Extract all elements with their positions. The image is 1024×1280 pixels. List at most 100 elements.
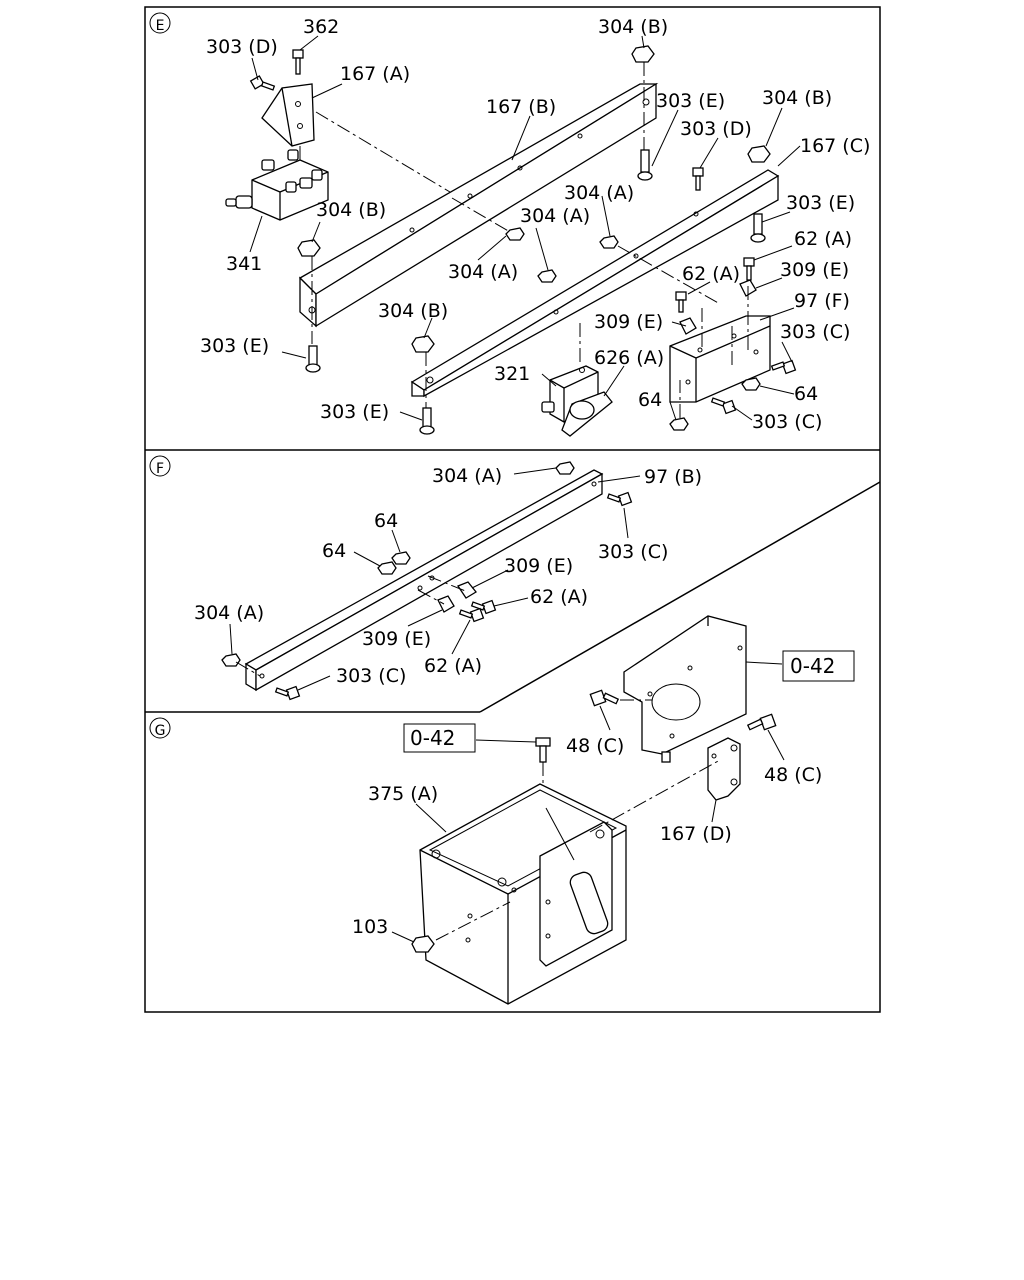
label-303c: 303 (C) (752, 411, 822, 433)
svg-text:G: G (155, 723, 166, 739)
label-304a: 304 (A) (564, 182, 634, 204)
label-309e: 309 (E) (780, 259, 849, 281)
label-309e: 309 (E) (362, 628, 431, 650)
label-362: 362 (303, 16, 339, 38)
label-62a: 62 (A) (794, 228, 852, 250)
fastener-303c-f1 (606, 491, 633, 507)
label-303c: 303 (C) (780, 321, 850, 343)
fastener-303c-f2 (274, 685, 301, 701)
label-64: 64 (794, 383, 818, 405)
label-304a: 304 (A) (448, 261, 518, 283)
label-042: 0-42 (410, 726, 455, 750)
fastener-62a-f2 (458, 607, 485, 623)
label-304a: 304 (A) (194, 602, 264, 624)
fastener-62a-f1 (470, 599, 497, 615)
svg-text:F: F (156, 461, 164, 477)
label-167a: 167 (A) (340, 63, 410, 85)
label-321: 321 (494, 363, 530, 385)
fastener-62a-e1 (743, 257, 755, 281)
label-97b: 97 (B) (644, 466, 702, 488)
fastener-304a-2 (537, 269, 557, 283)
label-303c: 303 (C) (598, 541, 668, 563)
clip-309e-f2 (437, 595, 455, 613)
label-48c: 48 (C) (566, 735, 624, 757)
diagram-frame (144, 6, 881, 1013)
fastener-303d-mid (692, 167, 704, 191)
fastener-48c-g1 (589, 689, 620, 707)
fastener-48c-g2 (746, 713, 777, 731)
section-f-drawing (221, 461, 641, 701)
section-letter-f: F (149, 455, 171, 477)
fastener-304a-1 (505, 227, 525, 241)
fastener-64-f1 (391, 551, 411, 565)
label-304b: 304 (B) (316, 199, 386, 221)
fastener-303c-e1 (770, 359, 797, 375)
label-304b: 304 (B) (762, 87, 832, 109)
label-303d: 303 (D) (680, 118, 752, 140)
label-303e: 303 (E) (656, 90, 725, 112)
label-167c: 167 (C) (800, 135, 870, 157)
label-62a: 62 (A) (530, 586, 588, 608)
label-303e: 303 (E) (320, 401, 389, 423)
fastener-304a-f2 (221, 653, 241, 667)
callout-labels: 362 303 (D) 167 (A) 304 (B) 167 (B) 303 … (194, 16, 870, 938)
label-626a: 626 (A) (594, 347, 664, 369)
label-62a: 62 (A) (424, 655, 482, 677)
fastener-304a-3 (599, 235, 619, 249)
nut-103 (411, 935, 435, 953)
screw-top (535, 737, 551, 763)
rail-97b (244, 469, 604, 692)
bolt-362 (292, 49, 304, 75)
label-042: 0-42 (790, 654, 835, 678)
label-48c: 48 (C) (764, 764, 822, 786)
section-letter-g: G (149, 717, 171, 739)
label-303c: 303 (C) (336, 665, 406, 687)
fastener-303e-mid (750, 213, 766, 243)
label-103: 103 (352, 916, 388, 938)
valve-block-341 (225, 146, 329, 221)
section-g-drawing (391, 615, 855, 1005)
label-62a: 62 (A) (682, 263, 740, 285)
label-64: 64 (322, 540, 346, 562)
fastener-303c-e2 (710, 397, 737, 415)
label-97f: 97 (F) (794, 290, 850, 312)
label-304a: 304 (A) (520, 205, 590, 227)
fastener-304b-top (631, 45, 655, 150)
label-64: 64 (638, 389, 662, 411)
label-303d: 303 (D) (206, 36, 278, 58)
fastener-304a-f1 (555, 461, 575, 475)
label-167b: 167 (B) (486, 96, 556, 118)
bracket-167d (707, 737, 741, 801)
clip-309e-f1 (457, 581, 477, 599)
svg-text:E: E (156, 18, 165, 34)
fastener-64-f2 (377, 561, 397, 575)
section-letter-e: E (149, 12, 171, 34)
ref-box-042-right (782, 650, 855, 682)
fastener-304b-left (297, 239, 321, 344)
lever-626a (561, 391, 613, 437)
fastener-64-e2 (669, 380, 689, 431)
label-309e: 309 (E) (594, 311, 663, 333)
label-375a: 375 (A) (368, 783, 438, 805)
rail-167c (410, 169, 780, 398)
label-304b: 304 (B) (598, 16, 668, 38)
label-303e: 303 (E) (786, 192, 855, 214)
box-375a (419, 783, 627, 1005)
fastener-303e-left (305, 345, 321, 373)
bracket-167a (261, 83, 315, 147)
mount-plate (623, 615, 747, 763)
fastener-303e-bottom (419, 407, 435, 435)
fastener-304b-mid (747, 145, 771, 163)
label-303e: 303 (E) (200, 335, 269, 357)
clip-309e-e2 (679, 317, 697, 335)
label-341: 341 (226, 253, 262, 275)
bolt-303d-left (249, 75, 276, 91)
fastener-303e-top (637, 149, 653, 181)
fastener-304b-bottom (411, 335, 435, 408)
label-304b: 304 (B) (378, 300, 448, 322)
fastener-64-e1 (741, 377, 761, 391)
label-64: 64 (374, 510, 398, 532)
label-304a: 304 (A) (432, 465, 502, 487)
label-167d: 167 (D) (660, 823, 732, 845)
